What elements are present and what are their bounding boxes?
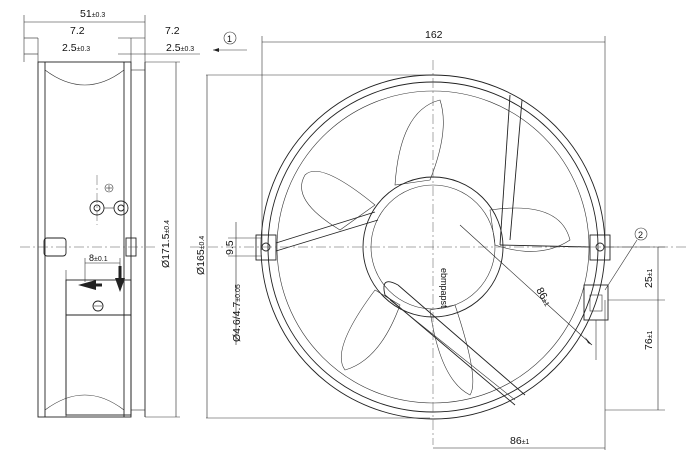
screw-right [113, 200, 129, 216]
side-left-wall: 2.5±0.3 [62, 42, 90, 54]
terminal-offset: 8±0.1 [89, 253, 108, 263]
callout-marker-1 [223, 31, 237, 45]
bottom-width: 86±1 [510, 435, 530, 447]
hub-logo-text: ebmpapst [439, 268, 449, 308]
right-upper: 25±1 [643, 268, 655, 288]
front-width: 162 [425, 29, 443, 41]
ground-symbol-icon [104, 183, 114, 193]
radius-value: 86±1 [533, 286, 553, 309]
side-view: 51±0.3 7.2 7.2 2.5±0.3 2.5±0.3 [20, 8, 200, 418]
front-view: 1 162 [190, 29, 687, 450]
svg-text:1: 1 [227, 34, 232, 44]
side-right-offset: 7.2 [165, 25, 180, 37]
svg-text:2: 2 [638, 230, 643, 240]
rotation-arrow-icon [115, 278, 125, 292]
side-right-wall: 2.5±0.3 [166, 42, 194, 54]
hole-spacing: 9.5 [224, 240, 236, 255]
side-overall-width: 51±0.3 [80, 8, 105, 20]
side-left-offset: 7.2 [70, 25, 85, 37]
front-diameter: Ø165±0.4 [195, 236, 207, 275]
callout-marker-2 [634, 227, 648, 241]
hole-diameter: Ø4.6/4.7±0.05 [231, 284, 243, 342]
airflow-arrow-icon [78, 280, 96, 290]
right-lower: 76±1 [643, 330, 655, 350]
side-height: Ø171.5±0.4 [160, 220, 172, 268]
